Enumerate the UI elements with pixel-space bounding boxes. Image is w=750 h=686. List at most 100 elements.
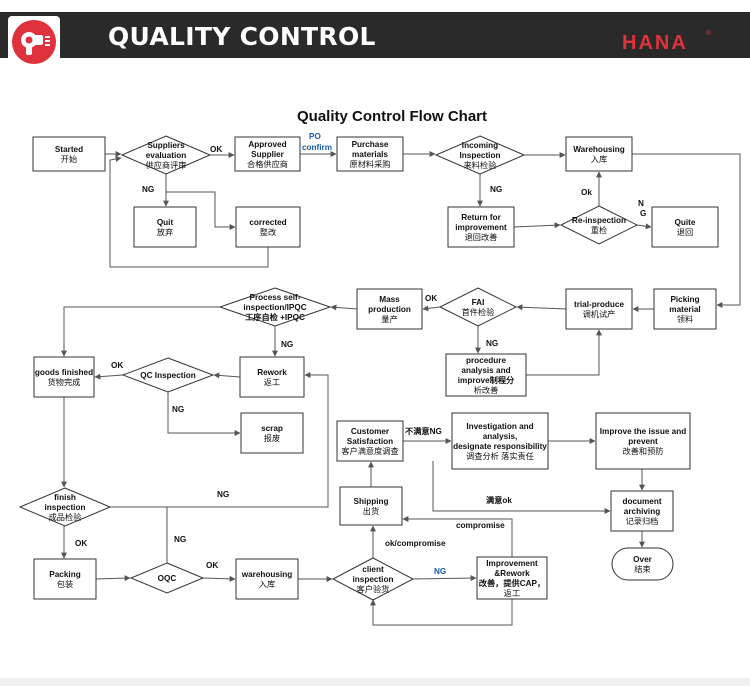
node-label: inspection (45, 503, 86, 512)
node-label: 量产 (381, 314, 397, 324)
edge-label-ng-finish: NG (217, 490, 229, 499)
header-banner: QUALITY CONTROL HANA ® (0, 12, 750, 68)
node-label: 调机试产 (583, 309, 616, 319)
hair-dryer-icon-box (8, 16, 60, 68)
node-label: improvement (455, 223, 507, 232)
node-label: analysis and (461, 366, 510, 375)
node-label: 货物完成 (48, 377, 81, 387)
node-label: Packing (49, 570, 80, 579)
node-label: Over (633, 555, 652, 564)
edge-label-ng-reinspection: N (638, 199, 644, 208)
connector (166, 191, 236, 230)
edge-label-ok-reinspection: Ok (581, 188, 592, 197)
node-label: 重检 (591, 225, 607, 235)
edge-label-ng-process: NG (281, 340, 293, 349)
node-label: 领料 (677, 314, 693, 324)
node-label: 改善，提供CAP， (479, 578, 545, 588)
node-label: inspection (353, 575, 394, 584)
node-label: material (669, 305, 700, 314)
node-label: Supplier (251, 150, 285, 159)
node-label: designate responsibility (453, 442, 547, 451)
node-label: improve制程分 (458, 375, 515, 385)
connector (330, 304, 358, 311)
edge-label-ok-finish: OK (75, 539, 87, 548)
node-label: Customer (351, 427, 390, 436)
node-label: materials (352, 150, 388, 159)
bottom-divider (0, 678, 750, 686)
node-label: 析改善 (474, 385, 499, 395)
node-label: 放弃 (157, 227, 173, 237)
node-label: 合格供应商 (247, 159, 288, 169)
connector (412, 575, 477, 582)
node-label: 成品检验 (49, 512, 82, 522)
connector (61, 306, 220, 357)
connector (636, 223, 652, 230)
edge-label-ok-oqc: OK (206, 561, 218, 570)
edge-label-not-satisfied: 不满意NG (405, 426, 442, 436)
connector (402, 516, 513, 557)
node-label: 来料检验 (464, 160, 497, 170)
edge-label-po-confirm: PO (309, 132, 321, 141)
node-label: 返工 (504, 588, 520, 598)
node-label: 开始 (61, 154, 77, 164)
node-label: 包装 (57, 579, 73, 589)
node-label: Warehousing (573, 145, 625, 154)
page-title: QUALITY CONTROL (108, 22, 376, 51)
connector (526, 329, 602, 376)
node-label: Started (55, 145, 83, 154)
node-label: 供应商评审 (146, 160, 187, 170)
connector (513, 222, 561, 229)
edge-label-ok-qc: OK (111, 361, 123, 370)
node-label: Shipping (353, 497, 388, 506)
brand-registered-mark: ® (706, 30, 712, 37)
edge-label-satisfied: 满意ok (486, 495, 512, 505)
edge-label-ng-oqc: NG (174, 535, 186, 544)
node-label: Mass (379, 295, 400, 304)
node-qc-inspection: QC Inspection (121, 357, 215, 393)
connector (370, 599, 513, 626)
flow-connectors (61, 151, 741, 626)
brand-logo: HANA (622, 32, 688, 54)
node-label: 原材料采购 (350, 159, 391, 169)
node-label: 客户满意度调查 (341, 446, 398, 456)
edge-label-ok-suppliers: OK (210, 145, 222, 154)
edge-label-ok-fai: OK (425, 294, 437, 303)
node-label: Improvement (486, 559, 538, 568)
node-label: Improve the issue and (600, 427, 686, 436)
edge-label-po-confirm: confirm (302, 143, 332, 152)
connector (213, 372, 241, 379)
node-oqc: OQC (129, 562, 205, 594)
node-label: Investigation and (466, 422, 533, 431)
edge-label-ng-suppliers: NG (142, 185, 154, 194)
node-label: Quite (675, 218, 696, 227)
node-label: Return for (461, 213, 501, 222)
hair-dryer-icon (12, 20, 56, 64)
edge-label-ok-compromise: ok/compromise (385, 539, 446, 548)
node-label: QC Inspection (140, 371, 196, 380)
node-label: 记录归档 (626, 516, 659, 526)
node-label: 报废 (264, 433, 280, 443)
node-label: 返工 (264, 377, 280, 387)
connector (632, 153, 741, 308)
node-label: document (622, 497, 661, 506)
node-label: client (362, 565, 384, 574)
